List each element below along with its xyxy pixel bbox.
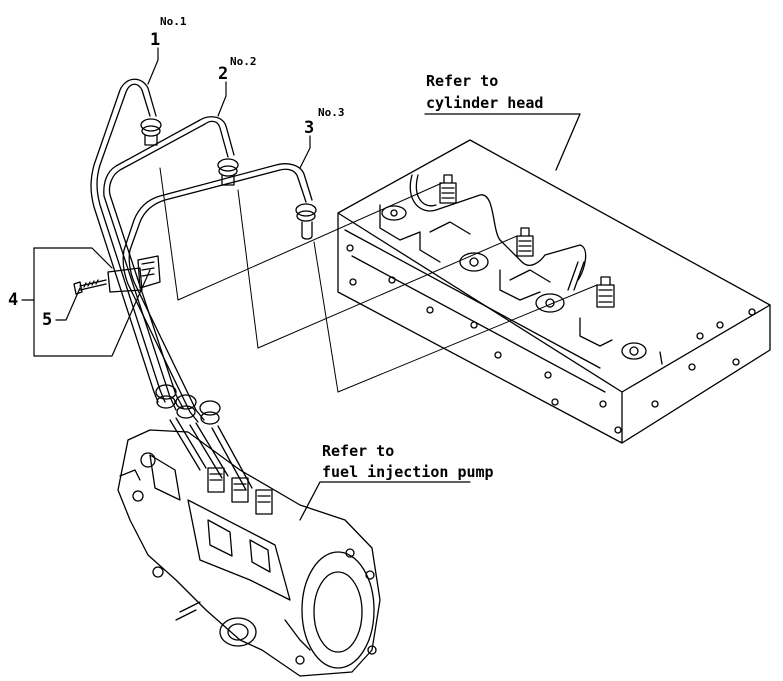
callout-4: 4 [8,290,19,310]
callout-5: 5 [42,310,53,330]
cylinder-head-ref-line1: Refer to [426,72,499,90]
callout-no2: No.2 [230,55,257,68]
callout-no1: No.1 [160,15,187,28]
injection-pipe-no1 [90,78,166,403]
injection-pipe-no3 [122,163,317,423]
fuel-injection-pump [117,429,381,677]
injector-2 [516,227,534,257]
delivery-valves [207,467,273,515]
injection-pipe-no2 [103,116,239,411]
cylinder-head-leader [424,113,581,171]
cylinder-head-ref-line2: cylinder head [426,94,544,112]
callout-no3: No.3 [318,106,345,119]
connection-leaders [159,167,598,393]
fuel-pump-leader [299,481,471,521]
callout-2: 2 [218,64,229,84]
fuel-pump-ref-line2: fuel injection pump [322,463,494,481]
pipe-union-nuts [155,384,253,491]
injector-3 [596,276,615,308]
callout-leaders [21,47,311,357]
injector-1 [439,174,457,204]
callout-3: 3 [304,118,315,138]
callout-1: 1 [150,30,161,50]
cylinder-head-block [337,139,771,444]
pipe-clamp-assembly [73,255,161,295]
fuel-pump-ref-line1: Refer to [322,442,395,460]
